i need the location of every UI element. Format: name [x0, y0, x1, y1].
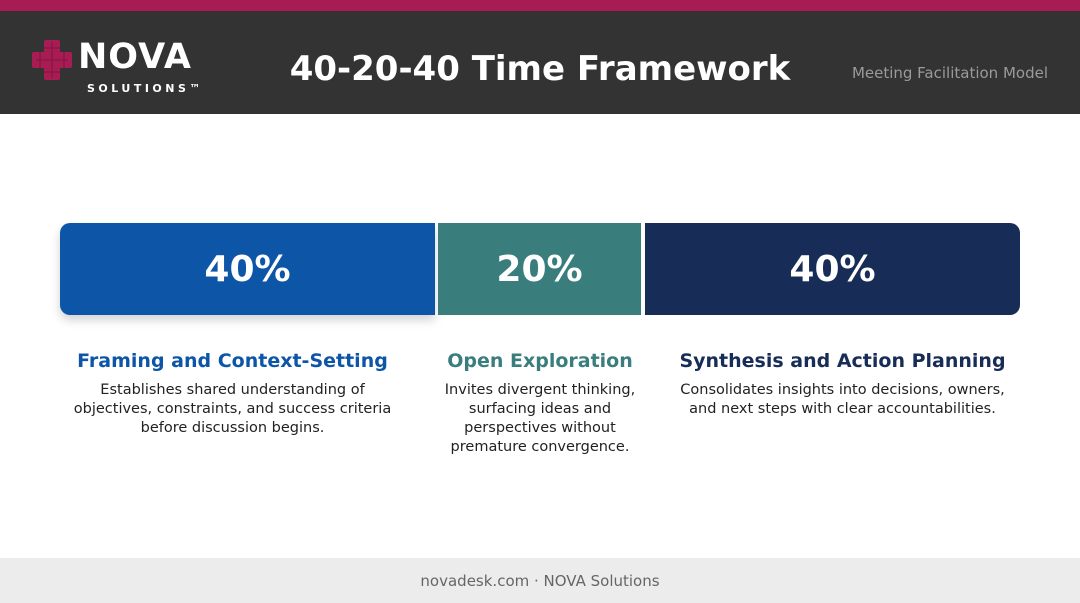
phase-percent-label: 20% [496, 248, 583, 290]
phase-description: Establishes shared understanding of obje… [73, 382, 392, 436]
phase-card-framing: Framing and Context-Setting Establishes … [60, 346, 405, 438]
brand-logo: NOVA SOLUTIONS™ [30, 38, 200, 102]
phase-card-synthesis: Synthesis and Action Planning Consolidat… [665, 346, 1020, 419]
phase-title: Framing and Context-Setting [77, 350, 388, 372]
phase-percent-label: 40% [789, 248, 876, 290]
logo-subtext: SOLUTIONS™ [87, 82, 204, 95]
cross-logo-icon [32, 40, 72, 80]
page-subtitle: Meeting Facilitation Model [851, 64, 1048, 82]
logo-wordmark: NOVA [78, 37, 192, 77]
footer-text: novadesk.com · NOVA Solutions [420, 571, 660, 590]
phase-card-exploration: Open Exploration Invites divergent think… [430, 346, 650, 457]
phase-description: Consolidates insights into decisions, ow… [680, 382, 1005, 417]
header-bar: NOVA SOLUTIONS™ 40-20-40 Time Framework … [0, 11, 1080, 114]
top-accent-stripe [0, 0, 1080, 11]
phase-title: Open Exploration [447, 350, 633, 372]
page-title: 40-20-40 Time Framework [289, 49, 791, 89]
phase-description: Invites divergent thinking, surfacing id… [444, 382, 636, 455]
phase-bar-framing: 40% [60, 223, 435, 315]
phase-bar-exploration: 20% [438, 223, 641, 315]
phase-percent-label: 40% [204, 248, 291, 290]
phase-bar-synthesis: 40% [645, 223, 1020, 315]
phase-title: Synthesis and Action Planning [679, 350, 1006, 372]
footer-bar: novadesk.com · NOVA Solutions [0, 558, 1080, 603]
